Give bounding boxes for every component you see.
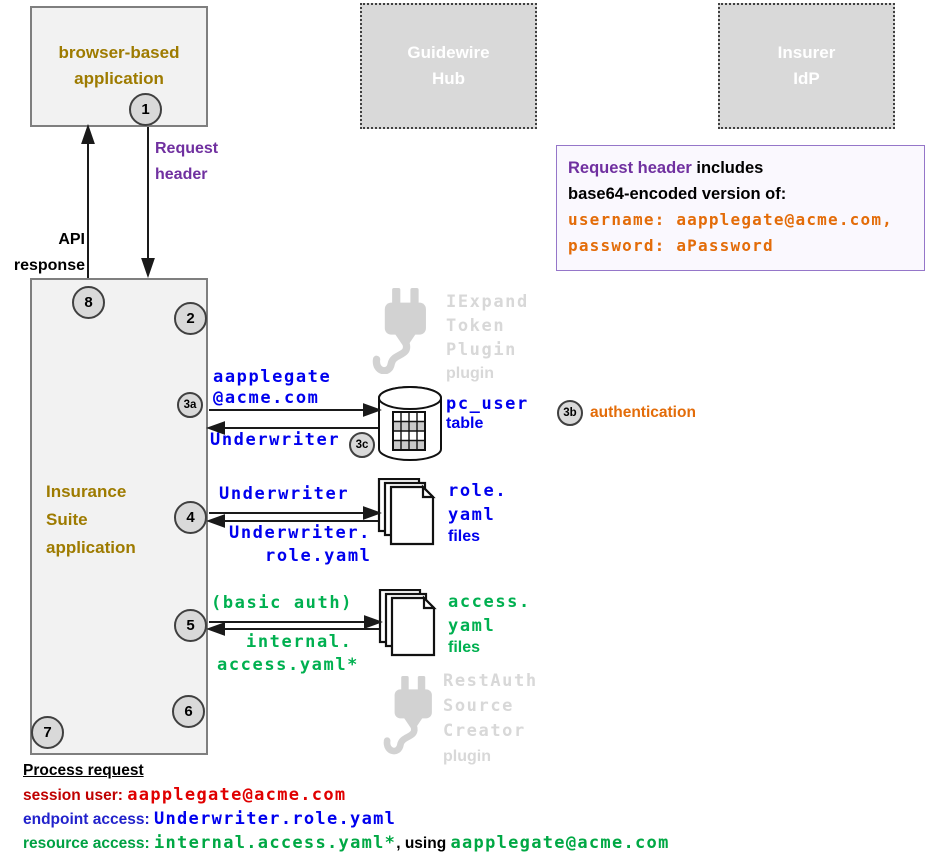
guidewire-hub-label-line1: Guidewire: [407, 43, 490, 62]
endpoint-access-label: endpoint access:: [23, 811, 154, 828]
endpoint-access-line: endpoint access: Underwriter.role.yaml: [23, 808, 396, 831]
step3-request-line1: aapplegate: [213, 367, 332, 387]
session-user-value: aapplegate@acme.com: [127, 785, 347, 805]
iexpand-plugin-label: IExpand Token Plugin plugin: [446, 290, 529, 386]
step4-request-label: Underwriter: [219, 484, 350, 504]
role-yaml-files-label-line3: files: [448, 528, 481, 545]
plug-icon: [372, 288, 426, 374]
step5-response-line1: internal.: [246, 632, 353, 652]
endpoint-access-value: Underwriter.role.yaml: [153, 809, 397, 829]
step5-response-line2: access.yaml*: [217, 655, 360, 675]
pc-user-table-label-line1: pc_user: [446, 394, 529, 414]
guidewire-hub-label-line2: Hub: [431, 69, 466, 88]
info-box-username-line: username: aapplegate@acme.com,: [568, 210, 893, 229]
files-stack-icon: [377, 478, 436, 546]
step-circle-8: 8: [72, 286, 105, 319]
restauth-plugin-label: RestAuth Source Creator plugin: [443, 669, 538, 769]
browser-application-label: browser-based application: [32, 40, 206, 92]
session-user-label: session user:: [23, 787, 128, 804]
process-request-title: Process request: [23, 762, 144, 779]
files-stack-icon: [378, 589, 437, 657]
guidewire-hub-box: Guidewire Hub: [360, 3, 537, 129]
authentication-label: authentication: [590, 404, 696, 421]
step-circle-3c: 3c: [349, 432, 375, 458]
access-yaml-files-label-line2: yaml: [448, 616, 496, 636]
browser-application-label-line1: browser-based: [58, 43, 180, 62]
resource-access-label: resource access:: [23, 835, 154, 852]
resource-access-value: internal.access.yaml*: [153, 833, 397, 853]
role-yaml-files-label-line1: role.: [448, 481, 508, 501]
plug-icon: [383, 676, 432, 755]
request-header-arrow-label: Request header: [155, 136, 218, 188]
insurer-idp-label-line2: IdP: [793, 69, 820, 88]
resource-access-line: resource access: internal.access.yaml*, …: [23, 832, 670, 855]
insurer-idp-box: Insurer IdP: [718, 3, 895, 129]
step-circle-5: 5: [174, 609, 207, 642]
insurer-idp-label-line1: Insurer: [777, 43, 836, 62]
pc-user-table-label-line2: table: [446, 415, 484, 432]
step-circle-3a: 3a: [177, 392, 203, 418]
step-circle-7: 7: [31, 716, 64, 749]
api-response-arrow-label-line2: response: [13, 257, 85, 274]
iexpand-plugin-line4: plugin: [446, 365, 494, 382]
step5-response-arrowhead: [206, 622, 225, 636]
insurance-suite-label-line2: Suite: [46, 510, 88, 529]
request-header-arrow-label-line1: Request: [155, 140, 219, 157]
request-header-info-box: Request header includes base64-encoded v…: [556, 145, 925, 271]
guidewire-hub-label: Guidewire Hub: [407, 40, 489, 92]
step-circle-3b: 3b: [557, 400, 583, 426]
restauth-plugin-line3: Creator: [443, 721, 526, 741]
browser-application-label-line2: application: [74, 69, 164, 88]
step4-response-line2: role.yaml: [265, 546, 372, 566]
info-box-subtitle: base64-encoded version of:: [568, 185, 787, 203]
insurance-suite-label: Insurance Suite application: [46, 478, 136, 562]
access-yaml-files-label-line1: access.: [448, 592, 531, 612]
restauth-plugin-line1: RestAuth: [443, 671, 538, 691]
restauth-plugin-line4: plugin: [443, 748, 491, 765]
step4-response-line1: Underwriter.: [229, 523, 372, 543]
role-yaml-files-label-line2: yaml: [448, 505, 496, 525]
step4-response-arrowhead: [206, 514, 225, 528]
iexpand-plugin-line3: Plugin: [446, 340, 518, 360]
info-box-title-highlight: Request header: [568, 159, 692, 177]
insurance-suite-label-line3: application: [46, 538, 136, 557]
step-circle-4: 4: [174, 501, 207, 534]
step5-request-label: (basic auth): [211, 593, 354, 613]
access-yaml-files-label-line3: files: [448, 639, 481, 656]
info-box-title-rest: includes: [691, 159, 764, 177]
request-header-arrowhead: [141, 258, 155, 279]
info-box-password-line: password: aPassword: [568, 236, 774, 255]
restauth-plugin-line2: Source: [443, 696, 515, 716]
step3-response-label: Underwriter: [210, 430, 341, 450]
database-icon: [378, 386, 442, 461]
api-response-arrowhead: [81, 123, 95, 144]
step-circle-6: 6: [172, 695, 205, 728]
resource-access-using: , using: [396, 835, 451, 852]
insurance-suite-label-line1: Insurance: [46, 482, 127, 501]
step-circle-1: 1: [129, 93, 162, 126]
table-grid: [392, 411, 426, 451]
step-circle-2: 2: [174, 302, 207, 335]
info-box-title: Request header includes: [568, 155, 913, 181]
step3-request-line2: @acme.com: [213, 388, 320, 408]
iexpand-plugin-line1: IExpand: [446, 292, 529, 312]
session-user-line: session user: aapplegate@acme.com: [23, 784, 346, 807]
browser-application-box: browser-based application: [30, 6, 208, 127]
api-response-arrow-label-line1: API: [58, 231, 85, 248]
api-response-arrow-label: API response: [0, 227, 85, 279]
insurer-idp-label: Insurer IdP: [778, 40, 836, 92]
request-header-arrow-label-line2: header: [155, 166, 208, 183]
resource-access-value2: aapplegate@acme.com: [450, 833, 670, 853]
iexpand-plugin-line2: Token: [446, 316, 506, 336]
